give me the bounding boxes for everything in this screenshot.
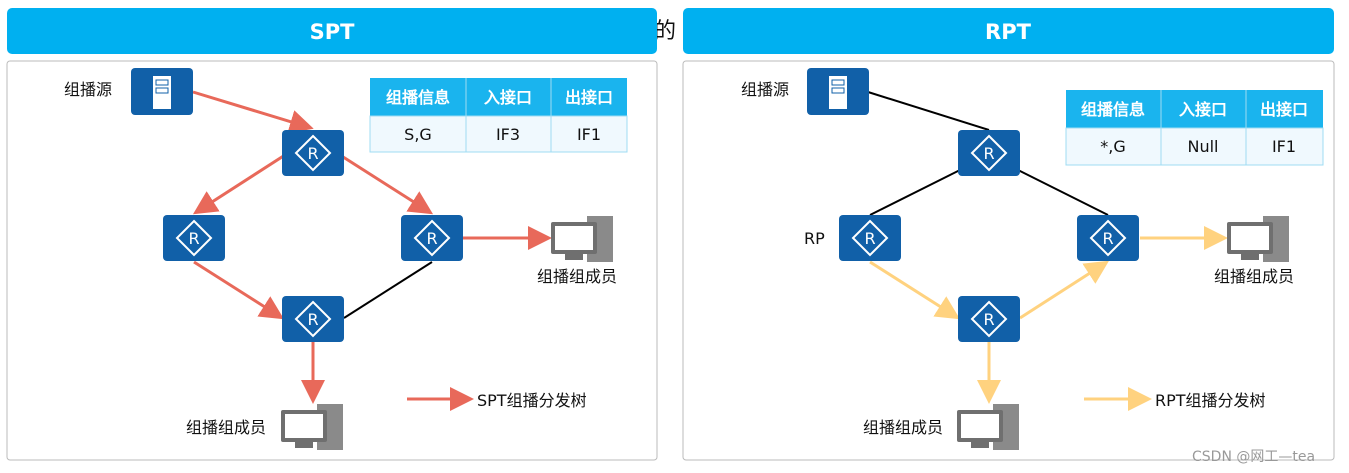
table-header: 组播信息 [386, 88, 450, 107]
pc-icon [551, 216, 613, 262]
pc-icon [957, 404, 1019, 450]
table-header: 组播信息 [1081, 100, 1145, 119]
spt-arrow [192, 90, 314, 134]
router-icon: R [958, 296, 1020, 342]
table-cell: Null [1188, 137, 1219, 156]
server-icon [807, 68, 869, 115]
pc-icon [281, 404, 343, 450]
rpt-legend-label: RPT组播分发树 [1155, 391, 1266, 410]
server-icon [131, 68, 193, 115]
spt-header [7, 8, 657, 54]
spt-panel [6, 60, 658, 461]
spt-legend-label: SPT组播分发树 [477, 391, 587, 410]
rpt-header [683, 8, 1334, 54]
table-cell: IF3 [496, 125, 520, 144]
watermark: CSDN @网工—tea [1192, 449, 1315, 465]
rpt-arrow [869, 260, 961, 320]
background-text: 的 [654, 19, 676, 44]
rpt-table: 组播信息 入接口 出接口 *,G Null IF1 [1065, 90, 1324, 166]
rpt-plain-links [867, 91, 1109, 216]
router-icon: R [401, 215, 463, 261]
pc-icon [1227, 216, 1289, 262]
svg-text:R: R [983, 144, 994, 163]
spt-table: 组播信息 入接口 出接口 S,G IF3 IF1 [369, 78, 628, 153]
spt-member-label: 组播组成员 [186, 418, 266, 437]
spt-title: SPT [310, 20, 356, 44]
svg-text:R: R [983, 310, 994, 329]
svg-text:R: R [307, 144, 318, 163]
spt-arrow [192, 153, 286, 215]
table-cell: S,G [404, 125, 432, 144]
router-icon: R [163, 215, 225, 261]
router-icon: R [958, 130, 1020, 176]
table-header: 入接口 [484, 88, 532, 107]
svg-text:R: R [864, 229, 875, 248]
rpt-arrow [1019, 260, 1110, 320]
table-header: 入接口 [1179, 100, 1227, 119]
router-icon: R [839, 215, 901, 261]
router-icon: R [1077, 215, 1139, 261]
table-cell: IF1 [1272, 137, 1296, 156]
rpt-member-label: 组播组成员 [863, 418, 943, 437]
rpt-source-label: 组播源 [741, 80, 789, 99]
router-icon: R [282, 296, 344, 342]
spt-member-label: 组播组成员 [537, 267, 617, 286]
table-header: 出接口 [565, 88, 613, 107]
spt-arrow [339, 153, 434, 215]
spt-source-label: 组播源 [64, 80, 112, 99]
svg-text:R: R [188, 229, 199, 248]
svg-text:R: R [1102, 229, 1113, 248]
rpt-member-label: 组播组成员 [1214, 267, 1294, 286]
spt-plain-link [343, 261, 433, 319]
table-header: 出接口 [1260, 100, 1308, 119]
router-icon: R [282, 130, 344, 176]
svg-text:R: R [307, 310, 318, 329]
spt-links [192, 90, 552, 411]
spt-arrow [193, 260, 285, 320]
rpt-links [869, 226, 1228, 411]
rpt-title: RPT [985, 20, 1032, 44]
rp-label: RP [804, 229, 825, 248]
table-cell: IF1 [577, 125, 601, 144]
svg-text:R: R [426, 229, 437, 248]
table-cell: *,G [1100, 137, 1125, 156]
